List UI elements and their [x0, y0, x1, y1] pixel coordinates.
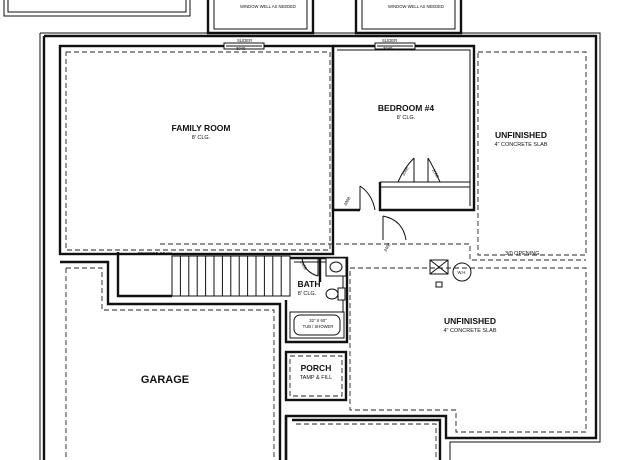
slider-right-label: SLIDER [382, 38, 397, 43]
slider-left-size: 3040 [236, 46, 246, 51]
garage-walls [60, 260, 282, 460]
dropped-beam-label: DROPPED BEAM [138, 251, 172, 256]
window-well-right-label: WINDOW WELL AS NEEDED [388, 4, 444, 9]
water-heater [452, 262, 472, 282]
furnace [429, 259, 449, 275]
opening-label: 3/0 OPENING [505, 251, 540, 257]
family-room-walls [58, 44, 335, 256]
bath-name: BATH [298, 279, 321, 289]
lower-room-walls [284, 416, 442, 460]
foundation-outer-line [40, 32, 601, 460]
closet-door-right-size: 2068 [431, 168, 440, 179]
porch-name: PORCH [301, 363, 332, 373]
dropped-beam-line [160, 243, 586, 261]
slider-left [223, 42, 265, 50]
family-room-name: FAMILY ROOM [171, 123, 230, 133]
top-left-structure [3, 0, 191, 17]
bath-ceiling: 8' CLG. [298, 291, 317, 297]
toilet [325, 287, 346, 301]
unfinished-bottom-dashed [349, 267, 587, 433]
unfinished-top-dashed [477, 51, 587, 256]
bedroom-door-size: 2868 [343, 195, 352, 206]
unfinished-bottom-name: UNFINISHED [444, 316, 496, 326]
unfinished-top-slab: 4" CONCRETE SLAB [495, 142, 548, 148]
family-room-dashed [65, 51, 331, 251]
bedroom4-ceiling: 8' CLG. [397, 115, 416, 121]
slider-right [374, 42, 416, 50]
sink [325, 257, 347, 277]
porch-note: TAMP & FILL [300, 375, 333, 381]
garage-name: GARAGE [141, 374, 189, 386]
bedroom4-walls [331, 44, 476, 212]
closet-door-left-size: 2068 [401, 165, 410, 176]
tub-shower [289, 311, 345, 339]
water-heater-label: W.H. [457, 270, 466, 275]
bath-door-size: 2468 [299, 260, 308, 271]
stairs [116, 252, 291, 298]
unfinished-bottom-slab: 4" CONCRETE SLAB [444, 328, 497, 334]
bath-door [301, 257, 319, 277]
bedroom4-name: BEDROOM #4 [378, 103, 434, 113]
slider-right-size: 3040 [383, 46, 393, 51]
family-room-ceiling: 8' CLG. [192, 135, 211, 141]
window-well-left-label: WINDOW WELL AS NEEDED [240, 4, 296, 9]
bedroom-door [359, 185, 376, 211]
unfinished-top-name: UNFINISHED [495, 130, 547, 140]
slider-left-label: SLIDER [237, 38, 252, 43]
porch-walls [284, 350, 348, 402]
tub-size: 32" X 60" [309, 318, 327, 323]
tub-label: TUB / SHOWER [303, 324, 334, 329]
hall-door [382, 215, 407, 241]
closet-doors [380, 157, 470, 188]
floor-drain [435, 281, 443, 288]
hall-door-size: 2468 [383, 241, 392, 252]
